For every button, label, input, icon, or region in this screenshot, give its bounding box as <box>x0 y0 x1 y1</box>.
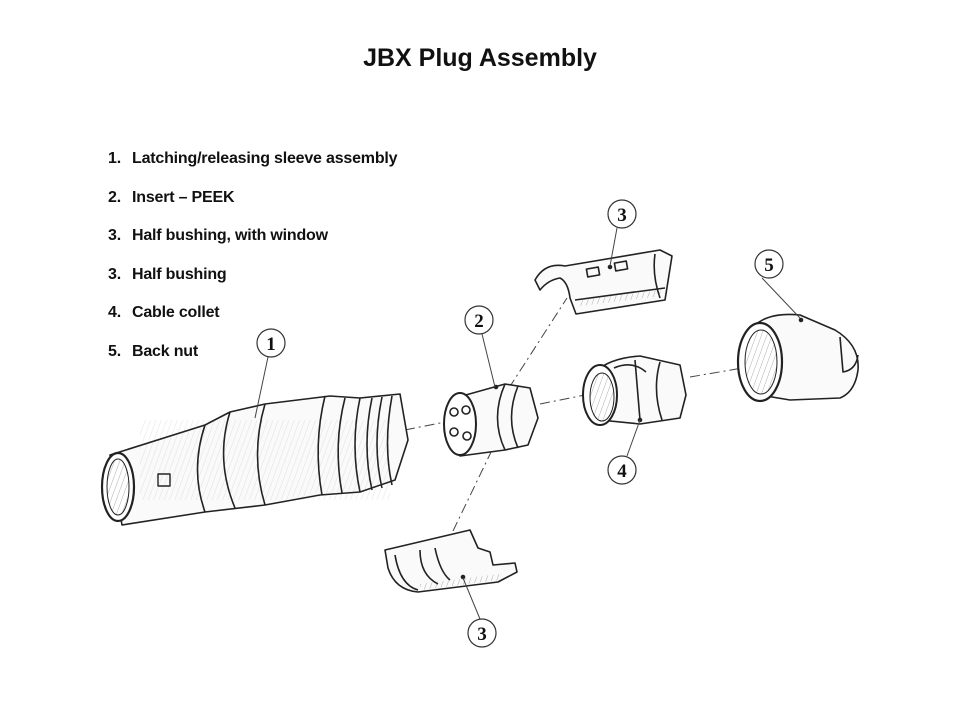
callout-3-bottom <box>467 618 497 648</box>
callout-4-label: 4 <box>617 461 627 482</box>
page-title: JBX Plug Assembly <box>363 44 597 72</box>
part-insert <box>443 383 539 457</box>
callout-2-label: 2 <box>474 311 484 332</box>
part-half-bushing-window <box>534 249 673 315</box>
callout-3-top <box>607 199 637 229</box>
callout-1-label: 1 <box>266 334 276 355</box>
legend-item: 3.Half bushing <box>108 265 227 283</box>
callout-2 <box>464 305 494 335</box>
part-sleeve-assembly <box>100 393 409 526</box>
callout-leader-lines <box>254 227 801 620</box>
callout-3-bottom-label: 3 <box>477 624 487 645</box>
part-half-bushing <box>384 529 518 593</box>
callout-3-top-label: 3 <box>617 205 627 226</box>
callout-5 <box>754 249 784 279</box>
callout-5-label: 5 <box>764 255 774 276</box>
callout-4 <box>607 455 637 485</box>
legend-item: 2.Insert – PEEK <box>108 188 235 206</box>
part-back-nut <box>736 313 859 403</box>
part-cable-collet <box>582 355 687 426</box>
parts-legend: 1.Latching/releasing sleeve assembly 2.I… <box>108 150 398 381</box>
legend-item: 3.Half bushing, with window <box>108 227 328 244</box>
legend-item: 5.Back nut <box>108 342 198 360</box>
legend-item: 4.Cable collet <box>108 304 220 321</box>
legend-item: 1.Latching/releasing sleeve assembly <box>108 150 398 167</box>
callout-1 <box>256 328 286 358</box>
